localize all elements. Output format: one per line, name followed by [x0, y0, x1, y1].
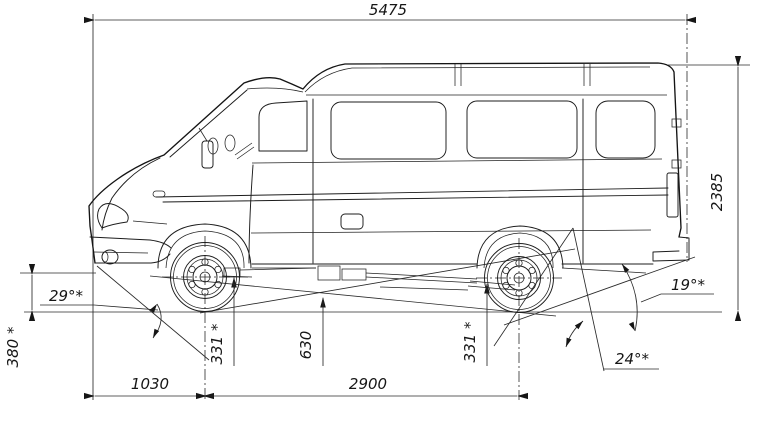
extension-lines — [20, 14, 750, 400]
overall-height-label: 2385 — [708, 173, 726, 211]
dimension-lines — [28, 16, 742, 400]
side-window-3 — [595, 100, 656, 159]
van-body — [88, 62, 690, 291]
front-wheel-arch — [157, 223, 252, 269]
front-end-height-label: 380 * — [4, 326, 22, 367]
door-front-seam — [248, 164, 254, 264]
rear-wheel-arch — [476, 225, 564, 269]
van-outline — [88, 62, 682, 264]
approach-angle-label: 29°* — [49, 287, 84, 305]
fuel-filler — [340, 213, 364, 230]
cab-interior — [207, 134, 255, 160]
rear-axle-angle-label: 24°* — [615, 350, 650, 368]
front-wheel — [170, 242, 240, 312]
central-clearance-label: 630 — [297, 331, 315, 360]
rear-angle-line-1 — [572, 227, 605, 372]
belt-moulding — [155, 187, 669, 203]
rear-hinge-upper — [671, 118, 682, 128]
rear-hinge-lower — [671, 159, 682, 169]
front-axle-clearance-label: 331 * — [208, 323, 226, 364]
rear-axle-clearance-label: 331 * — [461, 321, 479, 362]
headlight — [97, 203, 129, 229]
front-overhang-label: 1030 — [131, 375, 169, 393]
side-window-2 — [466, 100, 578, 159]
ramp-line-rear — [149, 275, 557, 317]
rear-wheel — [484, 243, 554, 313]
dimension-labels: 5475 2385 1030 2900 380 * 331 * 630 331 … — [4, 1, 726, 393]
ramp-line-front — [199, 248, 576, 314]
door-window — [258, 100, 308, 152]
rear-angle-line-2 — [493, 227, 574, 347]
door-mirror — [198, 127, 214, 169]
departure-angle-label: 19°* — [671, 276, 706, 294]
hood-line — [101, 157, 161, 231]
approach-angle-line — [96, 265, 210, 361]
angle-construction — [40, 227, 714, 372]
wheelbase-label: 2900 — [349, 375, 387, 393]
tail-lamp — [666, 172, 679, 218]
rear-bumper — [652, 236, 690, 262]
roof-ribs — [454, 64, 591, 86]
side-window-1 — [330, 101, 447, 160]
side-repeater — [152, 190, 166, 198]
underbody — [221, 265, 516, 291]
overall-length-label: 5475 — [369, 1, 407, 19]
